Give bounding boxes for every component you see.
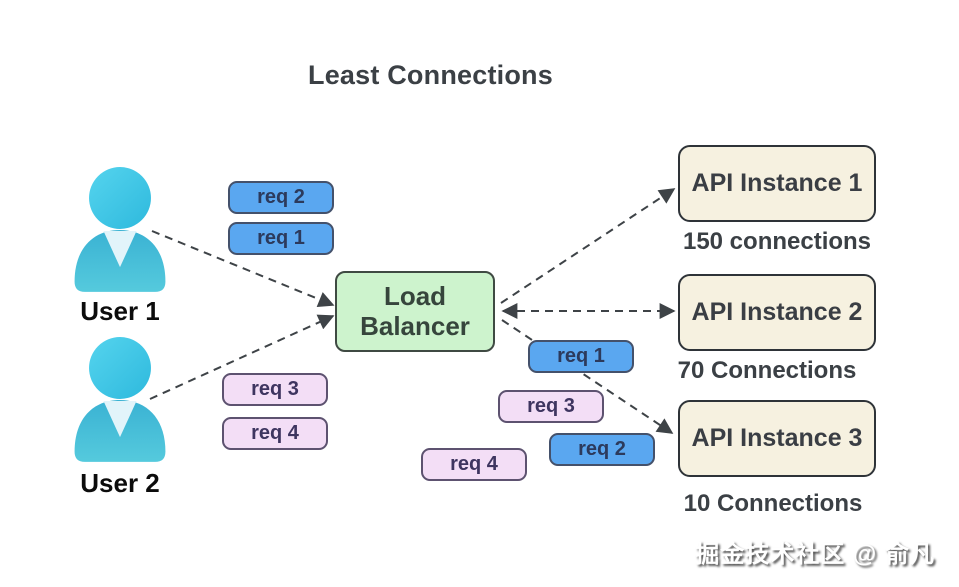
arrow-lb-to-instance1: [500, 188, 676, 304]
pending-request-req4: req 4: [421, 448, 527, 481]
pending-request-req1: req 1: [528, 340, 634, 373]
instance3-connections: 10 Connections: [683, 490, 863, 517]
api-instance3-box: API Instance 3: [678, 400, 876, 477]
arrow-user1-to-lb: [151, 230, 335, 307]
user1-label: User 1: [80, 296, 160, 326]
request-box-req3: req 3: [222, 373, 328, 406]
instance1-connections: 150 connections: [682, 228, 872, 255]
api-instance1-box: API Instance 1: [678, 145, 876, 222]
load-balancer-box: Load Balancer: [335, 271, 495, 352]
request-box-req2: req 2: [228, 181, 334, 214]
watermark-text: 掘金技术社区 @ 俞凡: [695, 541, 935, 568]
diagram-title: Least Connections: [308, 60, 553, 90]
user2-icon: [74, 337, 166, 462]
request-box-req1: req 1: [228, 222, 334, 255]
pending-request-req3: req 3: [498, 390, 604, 423]
user2-label: User 2: [80, 468, 160, 498]
request-box-req4: req 4: [222, 417, 328, 450]
user1-icon: [74, 167, 166, 292]
arrow-lb-to-instance3: [501, 319, 674, 434]
api-instance2-box: API Instance 2: [678, 274, 876, 351]
pending-request-req2: req 2: [549, 433, 655, 466]
instance2-connections: 70 Connections: [677, 357, 857, 384]
arrow-user2-to-lb: [149, 314, 335, 400]
